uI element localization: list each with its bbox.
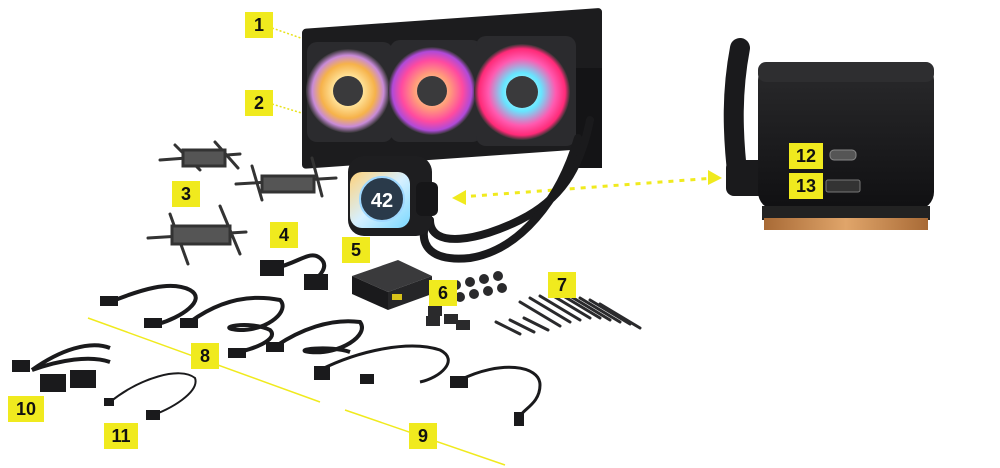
pump-temperature-readout: 42 xyxy=(371,190,393,212)
bracket-2 xyxy=(234,156,338,202)
fan-hub-1 xyxy=(333,76,363,106)
fan-cable-2 xyxy=(188,295,285,354)
callout-10: 10 xyxy=(8,396,44,422)
pump-lcd xyxy=(359,176,405,222)
fan-cable-3 xyxy=(274,319,364,355)
detail-fitting xyxy=(726,160,766,196)
callout-11: 11 xyxy=(104,423,138,449)
fan-cables xyxy=(100,283,364,358)
pump-detail-closeup xyxy=(723,38,934,230)
fan-hub-3 xyxy=(506,76,538,108)
callout-8: 8 xyxy=(191,343,219,369)
mounting-brackets xyxy=(146,140,338,266)
pump-fitting xyxy=(416,182,438,216)
callout-9: 9 xyxy=(409,423,437,449)
detail-mount-ring xyxy=(762,206,930,220)
callout-6: 6 xyxy=(429,280,457,306)
usb-c-port xyxy=(829,149,857,161)
section-lines xyxy=(87,317,506,466)
fan-hub-2 xyxy=(417,76,447,106)
usb-cable-1 xyxy=(319,344,450,384)
screw-set xyxy=(494,292,642,336)
usb-cable-2 xyxy=(459,365,542,419)
callout-7: 7 xyxy=(548,272,576,298)
callout-3: 3 xyxy=(172,181,200,207)
detail-arrow-right xyxy=(708,170,722,185)
fan-hub-controller xyxy=(352,260,432,310)
usb-cables xyxy=(314,344,542,426)
hub-top xyxy=(352,260,432,292)
hub-port xyxy=(392,294,402,300)
detail-copper-plate xyxy=(764,218,928,230)
callout-13: 13 xyxy=(789,173,823,199)
tube-1 xyxy=(426,116,594,243)
bracket-1 xyxy=(158,140,242,172)
bracket-3 xyxy=(146,204,248,266)
radiator-fans xyxy=(302,8,602,169)
hub-side xyxy=(388,276,432,310)
detail-arrow-line xyxy=(459,176,716,199)
callout-5: 5 xyxy=(342,237,370,263)
pump-head xyxy=(348,156,438,236)
extension-cable xyxy=(104,372,197,420)
detail-pump-top xyxy=(758,62,934,82)
detail-arrow-left xyxy=(452,190,466,205)
power-splitter xyxy=(12,343,111,392)
fittings-set xyxy=(426,271,507,330)
callout-2: 2 xyxy=(245,90,273,116)
callout-12: 12 xyxy=(789,143,823,169)
coolant-tubes xyxy=(419,116,594,263)
tube-2 xyxy=(419,134,582,263)
callout-4: 4 xyxy=(270,222,298,248)
rgb-header-port xyxy=(825,179,861,193)
hub-front xyxy=(352,276,388,310)
callout-1: 1 xyxy=(245,12,273,38)
power-adapter-cable xyxy=(260,253,328,290)
fan-cable-1 xyxy=(109,283,198,326)
